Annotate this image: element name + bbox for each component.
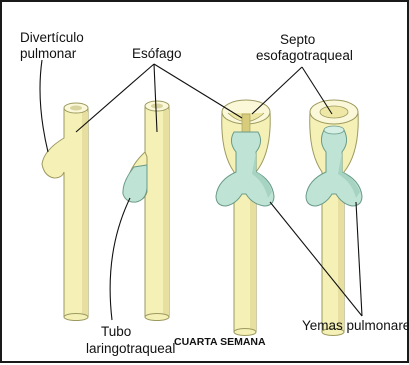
leader-yemas-1 — [270, 202, 362, 316]
label-diverticulo-2: pulmonar — [20, 46, 77, 61]
stage-1-diverticulum — [42, 103, 88, 321]
label-septo-2: esofagotraqueal — [256, 48, 353, 63]
leader-esofago-1 — [76, 64, 154, 132]
label-tubo-1: Tubo — [101, 324, 131, 339]
leader-diverticulo — [40, 60, 48, 152]
stage-4-lung-buds — [306, 100, 362, 336]
leader-yemas-2 — [356, 202, 362, 316]
leader-tubo — [110, 198, 130, 320]
label-esofago: Esófago — [132, 46, 182, 61]
label-septo-1: Septo — [280, 32, 315, 47]
label-yemas: Yemas pulmonares — [302, 318, 409, 333]
stage-2-laryngotracheal — [123, 101, 169, 321]
caption-cuarta-semana: CUARTA SEMANA — [174, 336, 266, 348]
label-tubo-2: laringotraqueal — [86, 341, 175, 356]
stage-3-septum — [216, 100, 274, 336]
leader-septo-1 — [252, 67, 302, 114]
label-diverticulo-1: Divertículo — [20, 30, 84, 45]
